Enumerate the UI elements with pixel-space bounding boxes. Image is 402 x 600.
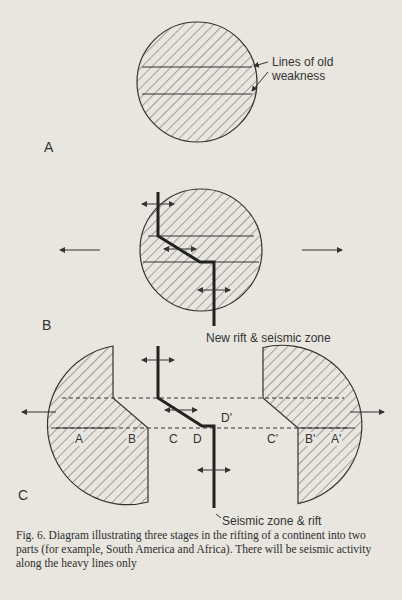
point-letter: D: [192, 432, 203, 446]
point-letter: B: [127, 432, 137, 446]
stage-letter: C: [18, 488, 28, 502]
figure-caption: Fig. 6. Diagram illustrating three stage…: [16, 528, 388, 570]
stage-letter: B: [42, 318, 51, 332]
point-letter: A': [330, 432, 342, 446]
point-letter: A: [74, 432, 84, 446]
point-letter: C': [266, 432, 279, 446]
callout-label: Lines of old weakness: [272, 55, 350, 83]
point-letter: C: [168, 432, 179, 446]
stage-letter: A: [44, 140, 53, 154]
point-letter: B': [304, 432, 316, 446]
callout-label: Seismic zone & rift: [222, 514, 321, 528]
callout-label: New rift & seismic zone: [206, 331, 331, 345]
point-letter: D': [220, 411, 233, 425]
